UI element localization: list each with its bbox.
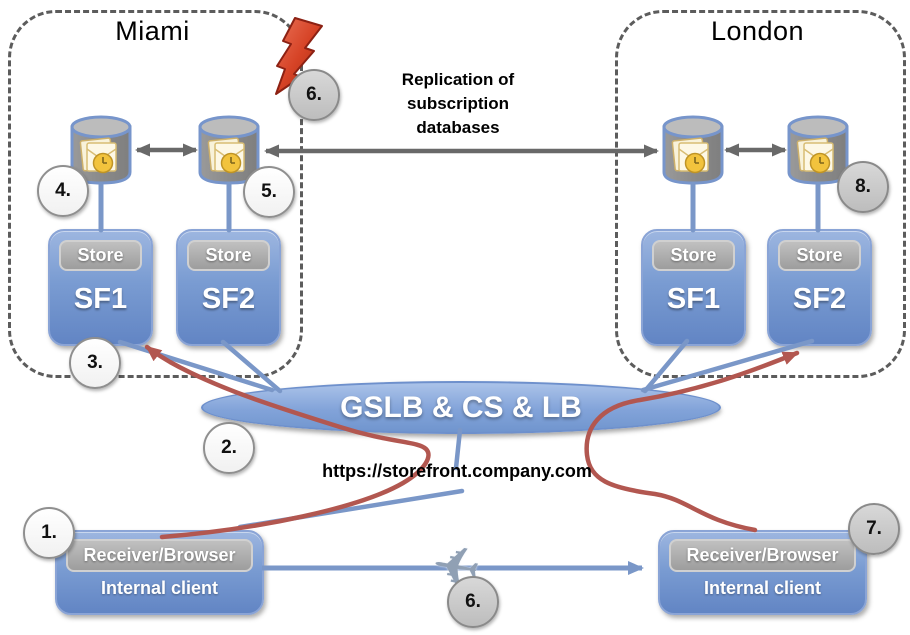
store-service-tab: Store [778,240,861,271]
server-name: SF1 [666,283,721,315]
storefront-url-label: https://storefront.company.com [322,461,592,481]
step-badge-7: 7. [848,503,900,555]
subscription-database-miami-2 [198,115,260,185]
step-badge-8: 8. [837,161,889,213]
receiver-browser-tab: Receiver/Browser [66,539,253,572]
subscription-database-london-1 [662,115,724,185]
receiver-browser-tab: Receiver/Browser [669,539,856,572]
client-label: Internal client [703,578,822,598]
server-node-miami-sf2: Store SF2 [176,229,281,346]
subscription-database-london-2 [787,115,849,185]
client-node-right: Receiver/Browser Internal client [658,530,867,615]
server-name: SF1 [73,283,128,315]
site-title-miami: Miami [115,16,190,46]
replication-label: Replication of subscription databases [401,70,515,137]
site-title-london: London [710,16,805,46]
store-service-tab: Store [59,240,142,271]
gslb-label: GSLB & CS & LB [340,390,582,424]
step-badge-2: 2. [203,422,255,474]
outlook-database-icon [79,137,117,174]
server-name: SF2 [792,283,847,315]
subscription-database-miami-1 [70,115,132,185]
server-name: SF2 [201,283,256,315]
outlook-database-icon [796,137,834,174]
failover-path-london-sf2 [584,350,800,533]
outlook-database-icon [671,137,709,174]
store-service-tab: Store [652,240,735,271]
client-label: Internal client [100,578,219,598]
site-box-miami [8,10,303,378]
site-box-london [615,10,906,378]
replication-arrows [135,143,787,158]
db-to-sf-connectors [98,181,821,233]
server-node-london-sf2: Store SF2 [767,229,872,346]
step-badge-1: 1. [23,507,75,559]
store-service-tab: Store [187,240,270,271]
gslb-to-sf-lines [117,338,815,394]
step-badge-5: 5. [243,166,295,218]
outlook-database-icon [207,137,245,174]
step-badge-4: 4. [37,165,89,217]
step-badge-3: 3. [69,337,121,389]
gslb-to-url-stub [453,427,463,471]
step-badge-6-failure: 6. [288,69,340,121]
server-node-miami-sf1: Store SF1 [48,229,153,346]
failover-path-miami-sf1 [144,344,431,540]
step-badge-6-travel: 6. [447,576,499,628]
server-node-london-sf1: Store SF1 [641,229,746,346]
client-node-left: Receiver/Browser Internal client [55,530,264,615]
